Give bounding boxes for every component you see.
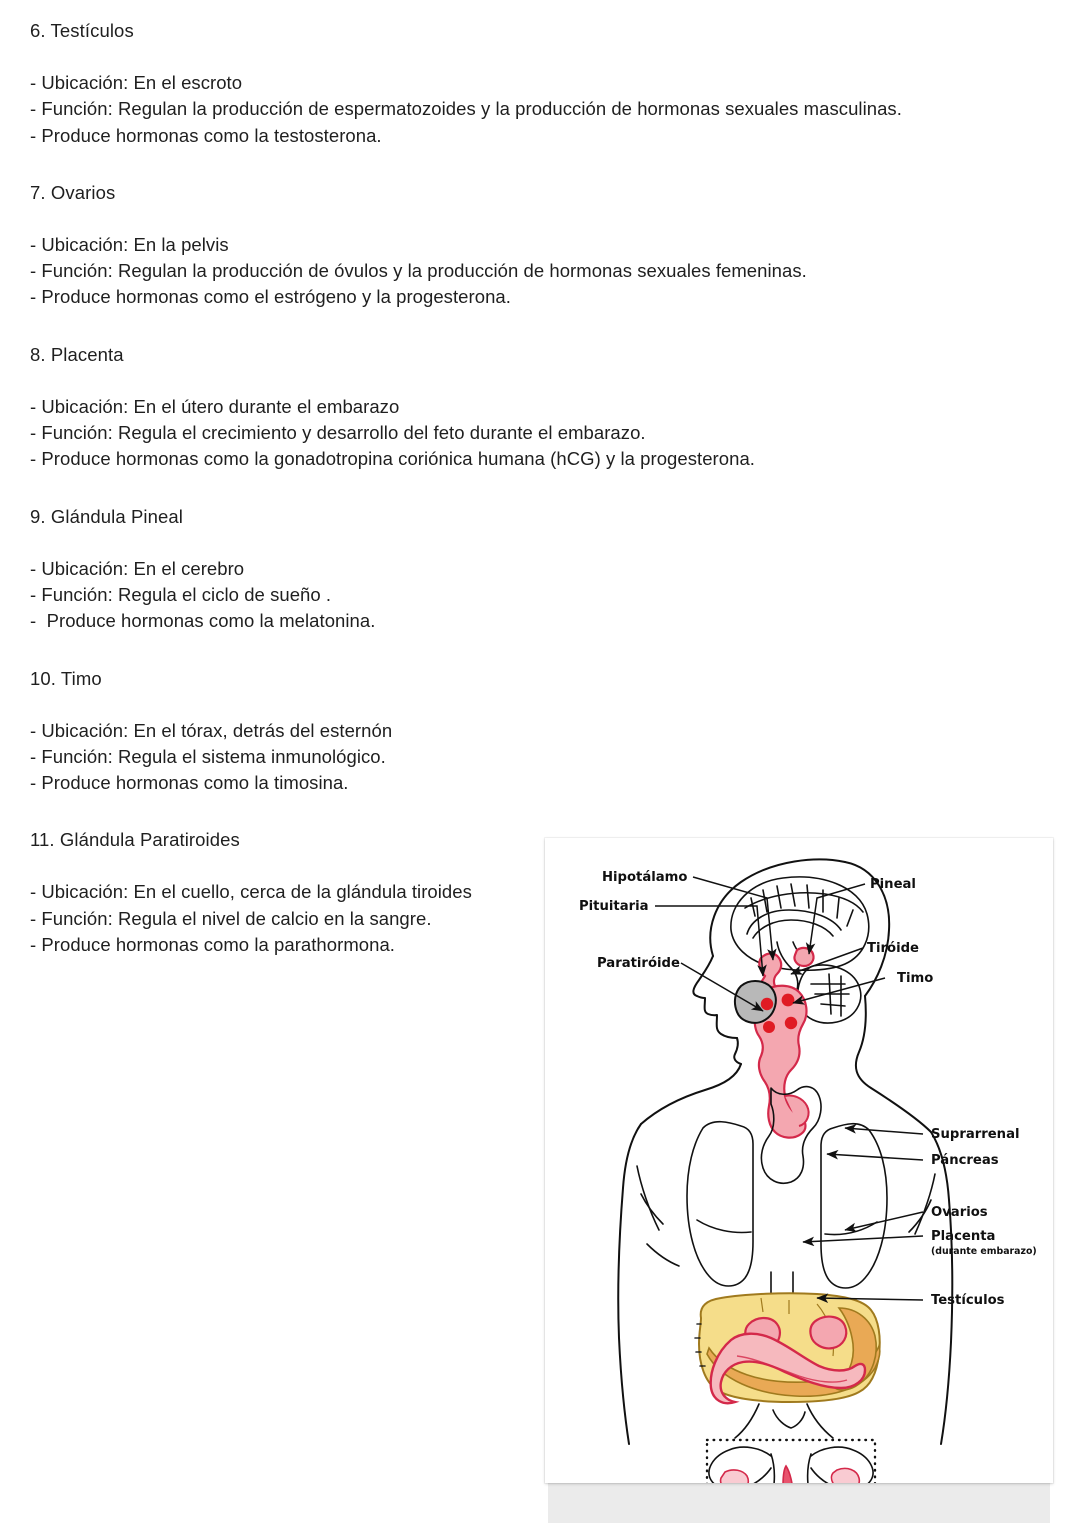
leader-placenta bbox=[802, 1235, 924, 1247]
leader-pancreas bbox=[826, 1149, 924, 1161]
section-heading: 11. Glándula Paratiroides bbox=[30, 829, 240, 851]
bullet-ubicacion: - Ubicación: En la pelvis bbox=[30, 233, 229, 255]
spacer bbox=[30, 692, 1040, 718]
label-pancreas: Páncreas bbox=[931, 1152, 999, 1168]
bullet-ubicacion: - Ubicación: En el escroto bbox=[30, 72, 243, 93]
parathyroid-dot bbox=[784, 1016, 798, 1030]
figure-bottom-band bbox=[548, 1480, 1050, 1523]
bullet-funcion: - Función: Regulan la producción de espe… bbox=[30, 98, 902, 120]
section-placenta: 8. Placenta - Ubicación: En el útero dur… bbox=[30, 311, 1040, 473]
ovary-left-shape bbox=[719, 1469, 750, 1483]
abdomen-organs-group bbox=[694, 1271, 881, 1405]
label-testiculos: Testículos bbox=[931, 1292, 1005, 1308]
section-heading: 7. Ovarios bbox=[30, 181, 116, 203]
bullet-hormonas: - Produce hormonas como la parathormona. bbox=[30, 934, 395, 956]
document-body: 6. Testículos - Ubicación: En el escroto… bbox=[30, 0, 1040, 958]
section-ovarios: 7. Ovarios - Ubicación: En la pelvis - F… bbox=[30, 149, 1040, 311]
bullet-ubicacion: - Ubicación: En el tórax, detrás del est… bbox=[30, 719, 393, 741]
leader-paratiroide bbox=[680, 962, 764, 1012]
label-suprarrenal: Suprarrenal bbox=[931, 1127, 1020, 1142]
bullet-funcion: - Función: Regula el ciclo de sueño . bbox=[30, 583, 332, 605]
parathyroid-dot bbox=[763, 1021, 775, 1033]
section-timo: 10. Timo - Ubicación: En el tórax, detrá… bbox=[30, 635, 1040, 797]
label-tiroide: Tiróide bbox=[867, 940, 919, 956]
label-placenta: Placenta bbox=[931, 1229, 995, 1244]
bullet-ubicacion: - Ubicación: En el útero durante el emba… bbox=[30, 395, 400, 417]
leader-lines-scaled-group bbox=[845, 1125, 925, 1128]
bullet-hormonas: - Produce hormonas como el estrógeno y l… bbox=[30, 286, 511, 308]
thymus-lobe-shape bbox=[784, 1094, 810, 1127]
bullet-funcion: - Función: Regulan la producción de óvul… bbox=[30, 260, 807, 282]
section-heading: 10. Timo bbox=[30, 667, 102, 689]
leader-hipotalamo bbox=[692, 876, 777, 961]
bullet-funcion: - Función: Regula el sistema inmunológic… bbox=[30, 745, 386, 767]
bullet-hormonas: - Produce hormonas como la gonadotropina… bbox=[30, 448, 755, 470]
thyroid-group bbox=[640, 980, 932, 1139]
label-pituitaria: Pituitaria bbox=[579, 899, 649, 914]
placenta-shape bbox=[782, 1464, 793, 1483]
label-hipotalamo: Hipotálamo bbox=[602, 869, 687, 885]
leader-pineal bbox=[805, 883, 866, 955]
leader-tiroide bbox=[790, 947, 864, 975]
leader-timo bbox=[792, 977, 886, 1005]
section-glandula-paratiroides: 11. Glándula Paratiroides - Ubicación: E… bbox=[30, 796, 1040, 958]
leader-pituitaria bbox=[655, 905, 767, 977]
parathyroid-dot bbox=[781, 993, 795, 1007]
section-heading: 9. Glándula Pineal bbox=[30, 505, 183, 527]
pancreas-shape bbox=[709, 1332, 867, 1405]
spacer bbox=[30, 530, 1040, 556]
bullet-ubicacion: - Ubicación: En el cerebro bbox=[30, 557, 245, 579]
bullet-ubicacion: - Ubicación: En el cuello, cerca de la g… bbox=[30, 881, 472, 903]
section-testiculos: 6. Testículos - Ubicación: En el escroto… bbox=[30, 0, 1040, 149]
leader-lines-group bbox=[655, 876, 924, 1304]
bullet-hormonas: - Produce hormonas como la timosina. bbox=[30, 772, 349, 794]
torso-group bbox=[617, 1085, 954, 1445]
endocrine-diagram-figure: Hipotálamo Pituitaria Pineal Paratiróide… bbox=[545, 838, 1053, 1523]
ovary-right-shape bbox=[830, 1467, 861, 1483]
section-glandula-pineal: 9. Glándula Pineal - Ubicación: En el ce… bbox=[30, 473, 1040, 635]
spacer bbox=[30, 368, 1040, 394]
figure-labels-group: Hipotálamo Pituitaria Pineal Paratiróide… bbox=[579, 869, 1037, 1308]
section-heading: 6. Testículos bbox=[30, 20, 134, 41]
leader-suprarrenal bbox=[844, 1124, 924, 1135]
section-heading: 8. Placenta bbox=[30, 343, 124, 365]
label-timo: Timo bbox=[897, 971, 933, 986]
leader-ovarios bbox=[844, 1211, 924, 1233]
uterus-dotted-box bbox=[705, 1438, 877, 1483]
spacer bbox=[30, 206, 1040, 232]
label-ovarios: Ovarios bbox=[931, 1205, 988, 1220]
bullet-funcion: - Función: Regula el nivel de calcio en … bbox=[30, 907, 432, 929]
pineal-gland-shape bbox=[793, 946, 815, 968]
bullet-hormonas: - Produce hormonas como la testosterona. bbox=[30, 124, 382, 146]
figure-card[interactable]: Hipotálamo Pituitaria Pineal Paratiróide… bbox=[545, 838, 1053, 1483]
pelvis-group bbox=[705, 1403, 877, 1483]
bullet-hormonas: - Produce hormonas como la melatonina. bbox=[30, 610, 376, 632]
spacer bbox=[30, 44, 1040, 70]
leader-testiculos bbox=[816, 1293, 924, 1304]
adrenal-gland-right-shape bbox=[809, 1315, 848, 1350]
label-placenta-note: (durante embarazo) bbox=[931, 1246, 1037, 1257]
endocrine-diagram-svg: Hipotálamo Pituitaria Pineal Paratiróide… bbox=[579, 858, 1037, 1483]
label-pineal: Pineal bbox=[870, 877, 916, 892]
label-paratiroide: Paratiróide bbox=[597, 955, 680, 971]
parathyroid-dot bbox=[760, 997, 774, 1011]
bullet-funcion: - Función: Regula el crecimiento y desar… bbox=[30, 422, 646, 444]
